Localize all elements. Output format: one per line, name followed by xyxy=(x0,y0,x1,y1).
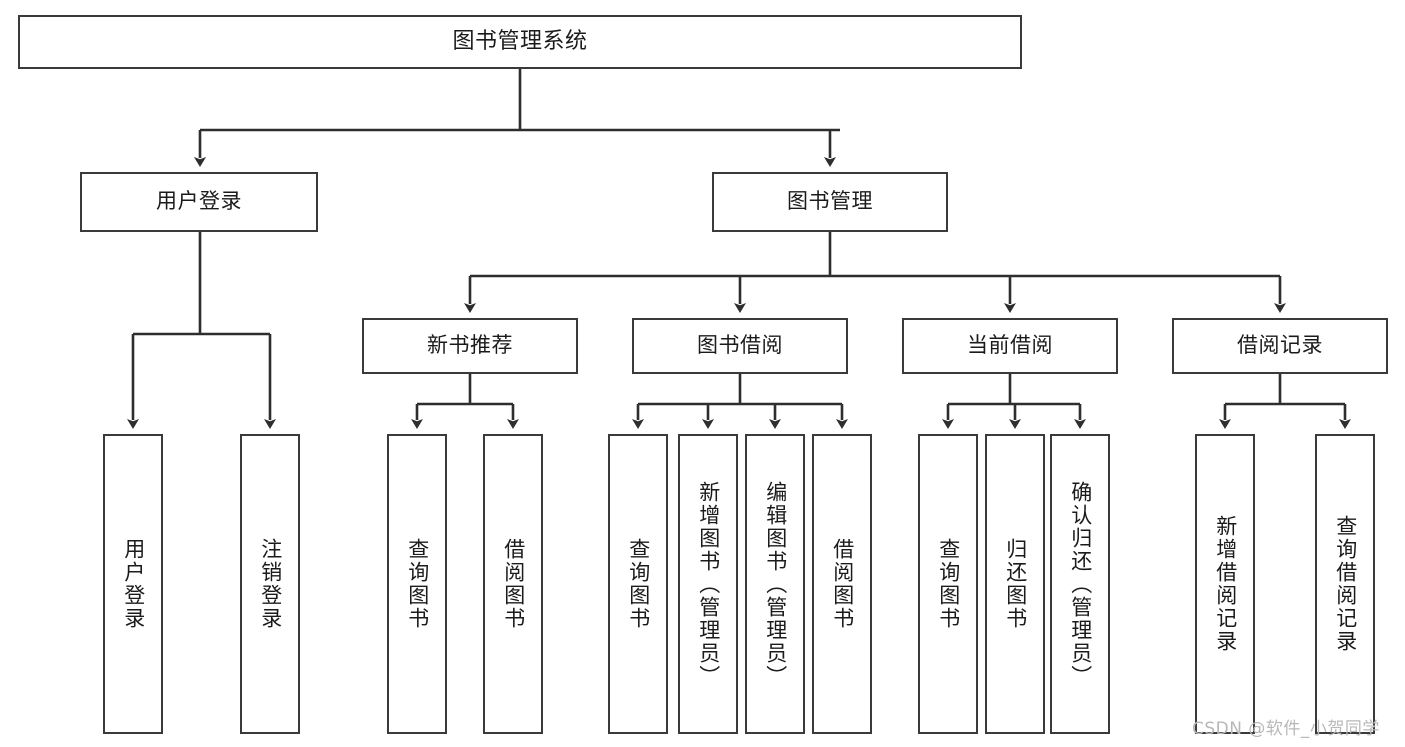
connector-borrowrecord-to-leaves xyxy=(1219,374,1351,429)
node-new-book-recommendation[interactable]: 新书推荐 xyxy=(362,318,578,374)
node-label: 查询图书 xyxy=(405,538,430,630)
node-current-borrow[interactable]: 当前借阅 xyxy=(902,318,1118,374)
node-label: 查询借阅记录 xyxy=(1333,515,1358,653)
node-label: 图书借阅 xyxy=(697,333,783,358)
leaf-user-logout[interactable]: 注销登录 xyxy=(240,434,300,734)
node-label: 注销登录 xyxy=(258,538,283,630)
leaf-query-borrow-record[interactable]: 查询借阅记录 xyxy=(1315,434,1375,734)
connector-bookmanage-to-level3 xyxy=(464,232,1286,313)
node-label: 借阅图书 xyxy=(830,538,855,630)
node-label: 新书推荐 xyxy=(427,333,513,358)
connector-userlogin-to-leaves xyxy=(127,232,276,429)
leaf-add-borrow-record[interactable]: 新增借阅记录 xyxy=(1195,434,1255,734)
connector-root-to-level2 xyxy=(194,69,840,167)
leaf-query-book-current[interactable]: 查询图书 xyxy=(918,434,978,734)
leaf-query-book-recommendation[interactable]: 查询图书 xyxy=(387,434,447,734)
node-user-login[interactable]: 用户登录 xyxy=(80,172,318,232)
node-label: 图书管理系统 xyxy=(452,28,588,54)
node-book-management[interactable]: 图书管理 xyxy=(712,172,948,232)
leaf-user-login[interactable]: 用户登录 xyxy=(103,434,163,734)
node-borrow-record[interactable]: 借阅记录 xyxy=(1172,318,1388,374)
node-label: 用户登录 xyxy=(121,538,146,630)
node-label: 查询图书 xyxy=(936,538,961,630)
leaf-borrow-book-recommendation[interactable]: 借阅图书 xyxy=(483,434,543,734)
node-label: 新增借阅记录 xyxy=(1213,515,1238,653)
connector-newbookrec-to-leaves xyxy=(411,374,519,429)
leaf-return-book[interactable]: 归还图书 xyxy=(985,434,1045,734)
node-label: 图书管理 xyxy=(787,189,873,214)
leaf-confirm-return-admin[interactable]: 确认归还（管理员） xyxy=(1050,434,1110,734)
leaf-edit-book-admin[interactable]: 编辑图书（管理员） xyxy=(745,434,805,734)
node-root-book-management-system[interactable]: 图书管理系统 xyxy=(18,15,1022,69)
connector-currentborrow-to-leaves xyxy=(942,374,1086,429)
node-label: 当前借阅 xyxy=(967,333,1053,358)
leaf-add-book-admin[interactable]: 新增图书（管理员） xyxy=(678,434,738,734)
node-label: 编辑图书（管理员） xyxy=(763,480,788,688)
node-label: 归还图书 xyxy=(1003,538,1028,630)
connector-bookborrow-to-leaves xyxy=(632,374,848,429)
leaf-borrow-book[interactable]: 借阅图书 xyxy=(812,434,872,734)
node-label: 确认归还（管理员） xyxy=(1068,480,1093,688)
node-label: 新增图书（管理员） xyxy=(696,480,721,688)
node-label: 借阅记录 xyxy=(1237,333,1323,358)
node-label: 查询图书 xyxy=(626,538,651,630)
leaf-query-book-borrow[interactable]: 查询图书 xyxy=(608,434,668,734)
node-label: 用户登录 xyxy=(156,189,242,214)
node-label: 借阅图书 xyxy=(501,538,526,630)
csdn-watermark: CSDN @软件_小贺同学 xyxy=(1192,719,1380,739)
node-book-borrow[interactable]: 图书借阅 xyxy=(632,318,848,374)
